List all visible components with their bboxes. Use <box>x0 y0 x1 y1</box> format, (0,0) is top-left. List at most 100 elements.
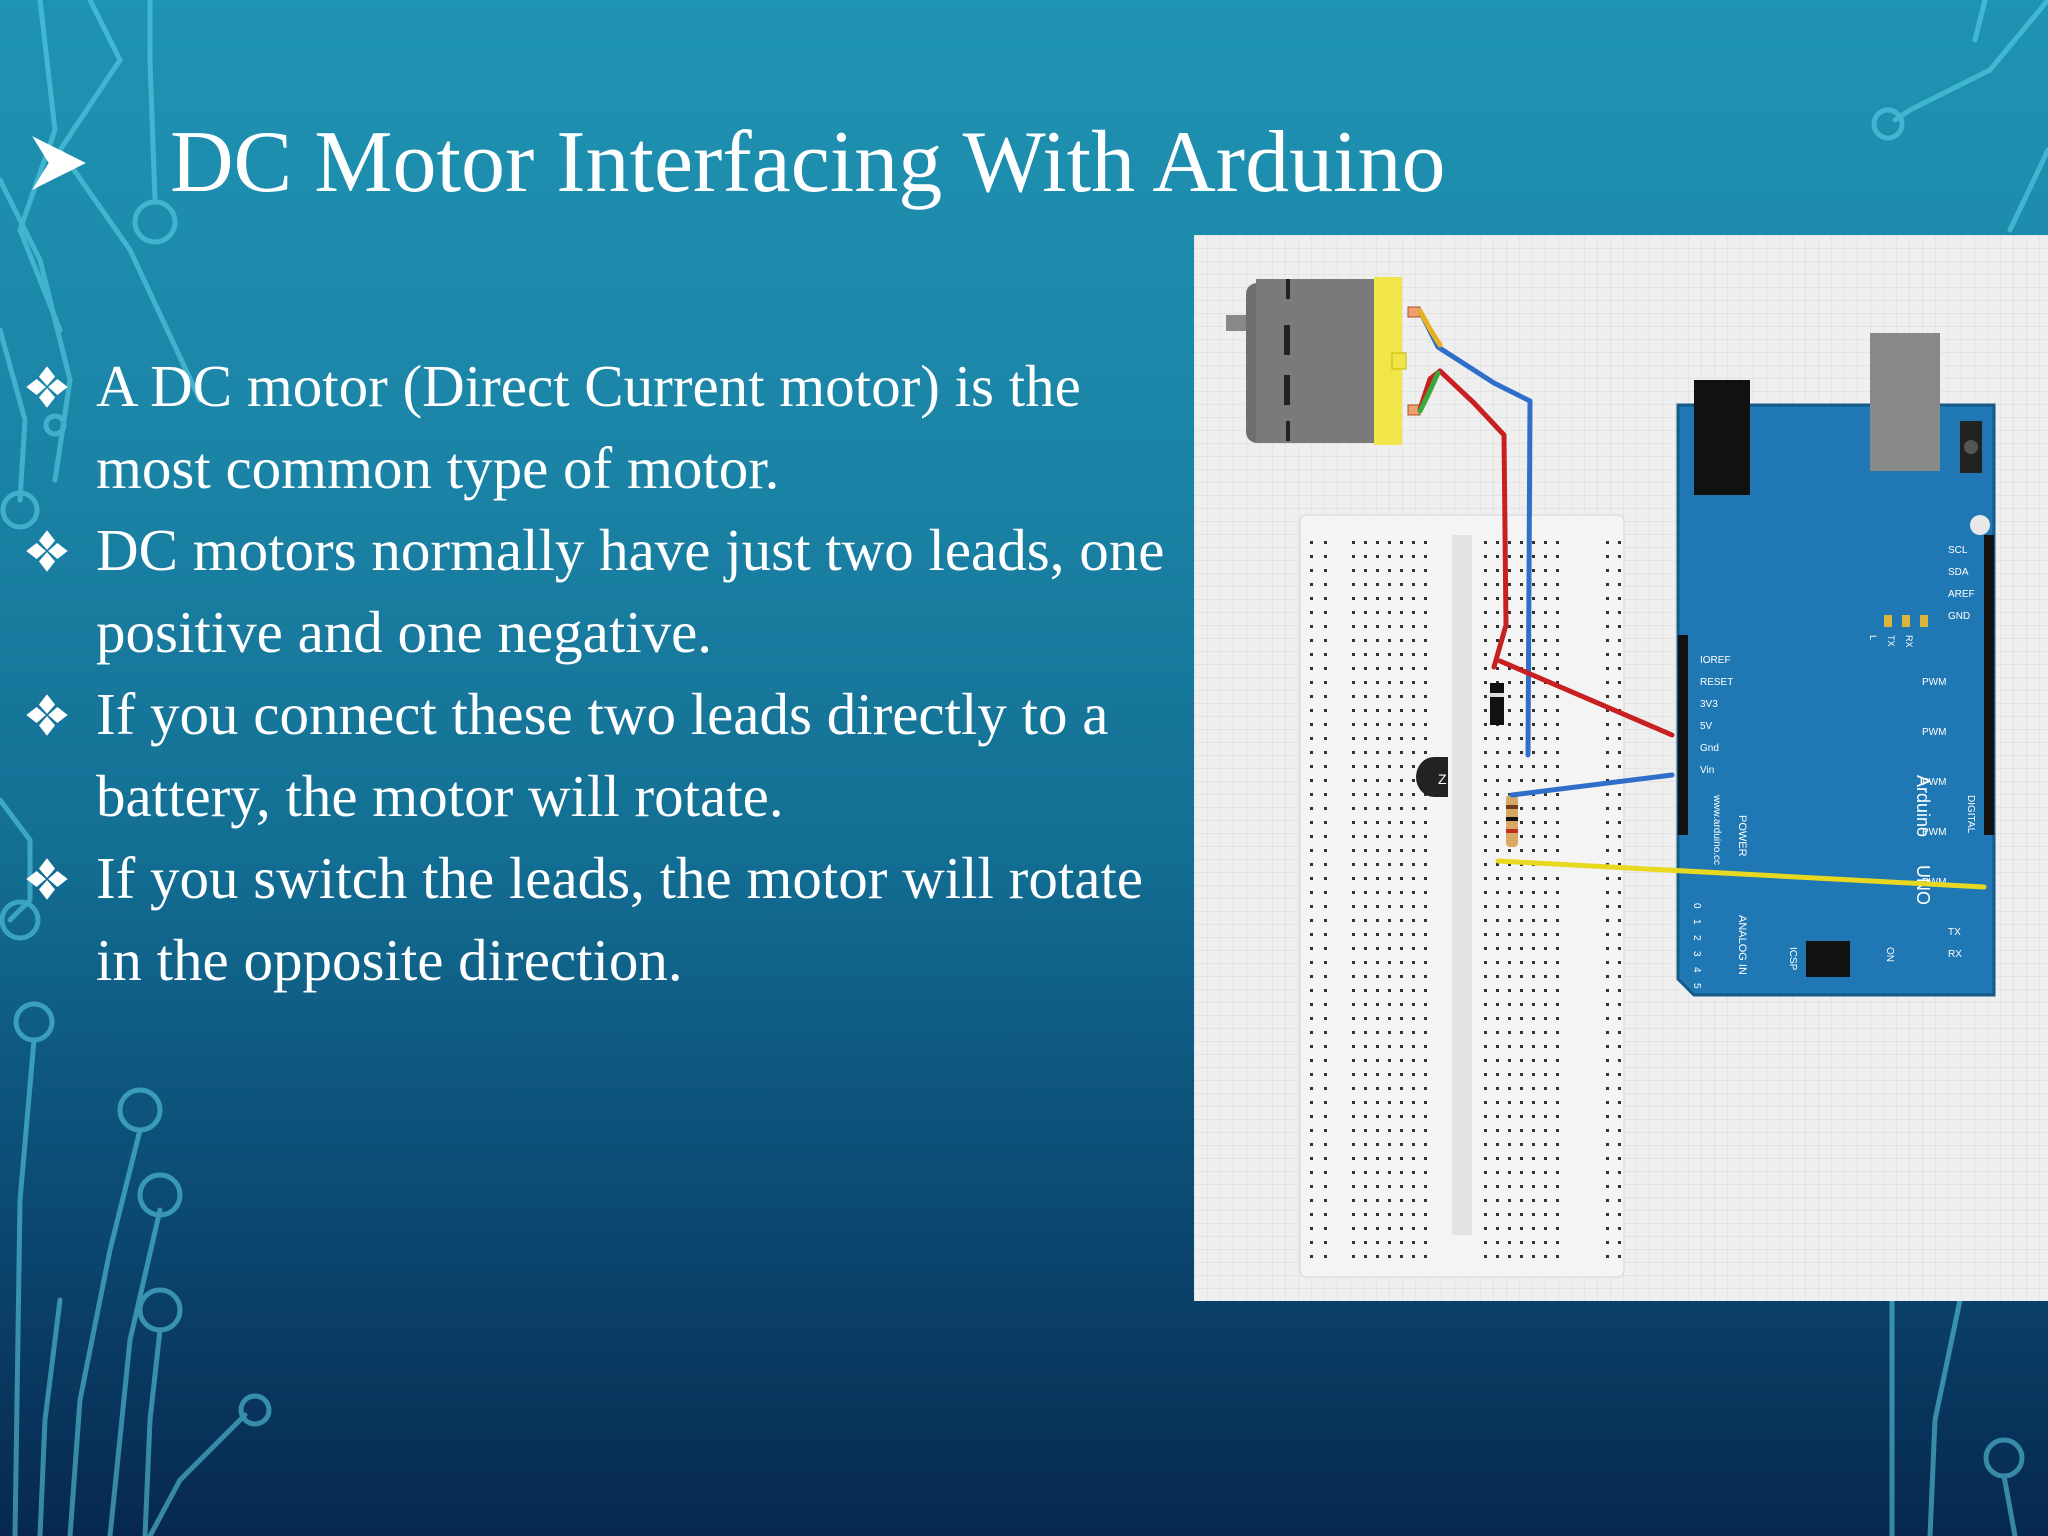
breadboard-hole <box>1364 583 1367 586</box>
breadboard-hole <box>1376 975 1379 978</box>
breadboard-hole <box>1412 583 1415 586</box>
breadboard-hole <box>1496 625 1499 628</box>
breadboard-hole <box>1544 793 1547 796</box>
breadboard-hole <box>1484 1045 1487 1048</box>
breadboard-hole <box>1388 891 1391 894</box>
breadboard-hole <box>1606 821 1609 824</box>
breadboard-hole <box>1496 793 1499 796</box>
breadboard-hole <box>1618 583 1621 586</box>
breadboard-hole <box>1424 555 1427 558</box>
breadboard-hole <box>1606 779 1609 782</box>
breadboard-hole <box>1310 989 1313 992</box>
breadboard-hole <box>1376 695 1379 698</box>
breadboard-hole <box>1424 905 1427 908</box>
breadboard-hole <box>1324 597 1327 600</box>
breadboard-hole <box>1508 989 1511 992</box>
breadboard-hole <box>1352 1213 1355 1216</box>
breadboard-hole <box>1310 1045 1313 1048</box>
breadboard-hole <box>1618 597 1621 600</box>
breadboard-hole <box>1352 793 1355 796</box>
breadboard-hole <box>1364 1059 1367 1062</box>
breadboard-hole <box>1364 597 1367 600</box>
breadboard-hole <box>1388 807 1391 810</box>
breadboard-hole <box>1310 751 1313 754</box>
breadboard-hole <box>1508 779 1511 782</box>
breadboard-hole <box>1412 1115 1415 1118</box>
breadboard-hole <box>1324 653 1327 656</box>
breadboard-hole <box>1352 597 1355 600</box>
breadboard-hole <box>1412 653 1415 656</box>
breadboard-hole <box>1364 667 1367 670</box>
breadboard-hole <box>1424 835 1427 838</box>
serial-pin-label: RX <box>1948 949 1962 960</box>
breadboard-hole <box>1324 583 1327 586</box>
breadboard-hole <box>1364 709 1367 712</box>
breadboard-hole <box>1484 1003 1487 1006</box>
breadboard-hole <box>1484 1171 1487 1174</box>
breadboard-hole <box>1324 541 1327 544</box>
breadboard-hole <box>1544 877 1547 880</box>
breadboard-hole <box>1324 1255 1327 1258</box>
breadboard-hole <box>1544 1227 1547 1230</box>
breadboard-hole <box>1400 919 1403 922</box>
breadboard-hole <box>1532 751 1535 754</box>
breadboard-hole <box>1424 1129 1427 1132</box>
breadboard-hole <box>1556 569 1559 572</box>
breadboard-hole <box>1310 877 1313 880</box>
breadboard-hole <box>1532 1227 1535 1230</box>
breadboard-hole <box>1352 1129 1355 1132</box>
analog-pin-label: 5 <box>1691 983 1702 989</box>
breadboard-hole <box>1496 849 1499 852</box>
breadboard-hole <box>1508 639 1511 642</box>
breadboard-hole <box>1400 1227 1403 1230</box>
breadboard-hole <box>1532 1129 1535 1132</box>
breadboard-hole <box>1556 625 1559 628</box>
breadboard-hole <box>1388 905 1391 908</box>
bullet-item: DC motors normally have just two leads, … <box>22 509 1192 673</box>
breadboard-hole <box>1520 541 1523 544</box>
breadboard-hole <box>1484 975 1487 978</box>
breadboard-hole <box>1520 1199 1523 1202</box>
breadboard-hole <box>1508 737 1511 740</box>
breadboard-hole <box>1364 989 1367 992</box>
breadboard-hole <box>1544 1031 1547 1034</box>
breadboard-hole <box>1520 597 1523 600</box>
breadboard-hole <box>1508 1157 1511 1160</box>
breadboard-hole <box>1388 989 1391 992</box>
breadboard-hole <box>1496 1227 1499 1230</box>
breadboard-hole <box>1606 1129 1609 1132</box>
breadboard-hole <box>1324 1185 1327 1188</box>
breadboard-hole <box>1400 1255 1403 1258</box>
breadboard-hole <box>1400 891 1403 894</box>
breadboard-hole <box>1364 1129 1367 1132</box>
breadboard-hole <box>1412 1003 1415 1006</box>
breadboard-hole <box>1424 1213 1427 1216</box>
breadboard-hole <box>1364 737 1367 740</box>
breadboard-hole <box>1412 695 1415 698</box>
breadboard-hole <box>1364 933 1367 936</box>
breadboard-hole <box>1532 681 1535 684</box>
breadboard-hole <box>1310 947 1313 950</box>
breadboard-hole <box>1618 891 1621 894</box>
breadboard-hole <box>1532 1241 1535 1244</box>
breadboard-hole <box>1618 807 1621 810</box>
breadboard-hole <box>1388 919 1391 922</box>
breadboard-hole <box>1484 709 1487 712</box>
breadboard-hole <box>1544 891 1547 894</box>
breadboard-hole <box>1484 625 1487 628</box>
breadboard-hole <box>1556 597 1559 600</box>
breadboard-hole <box>1388 1143 1391 1146</box>
breadboard-hole <box>1376 1087 1379 1090</box>
breadboard-hole <box>1556 961 1559 964</box>
breadboard-hole <box>1352 919 1355 922</box>
power-label: POWER <box>1736 815 1748 857</box>
breadboard-hole <box>1520 1157 1523 1160</box>
breadboard-hole <box>1412 541 1415 544</box>
diode <box>1490 683 1504 725</box>
breadboard-hole <box>1400 779 1403 782</box>
breadboard-hole <box>1618 555 1621 558</box>
breadboard-hole <box>1520 1115 1523 1118</box>
breadboard-hole <box>1544 1241 1547 1244</box>
breadboard-hole <box>1364 1255 1367 1258</box>
breadboard-hole <box>1376 1199 1379 1202</box>
